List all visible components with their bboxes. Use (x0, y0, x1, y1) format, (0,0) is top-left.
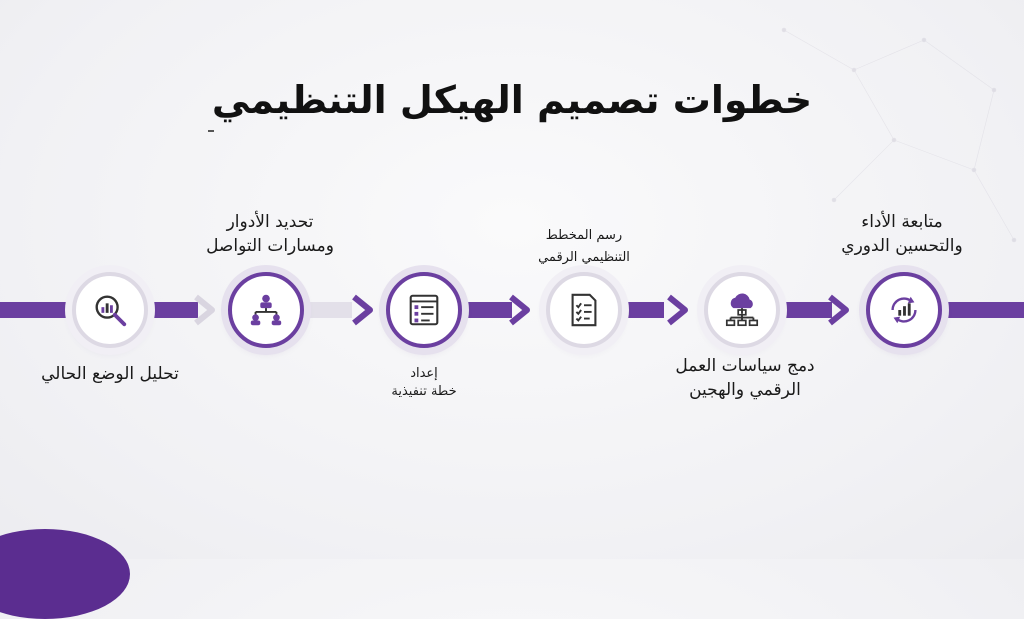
magnifier-chart-icon (95, 295, 127, 327)
growth-cycle-icon (891, 296, 917, 324)
cloud-network-icon (725, 293, 759, 327)
step-3-label-line1: إعداد (410, 366, 438, 381)
chevron-right-icon (828, 294, 849, 326)
step-5-label-line2: الرقمي والهجين (689, 380, 801, 400)
step-6-label-line2: والتحسين الدوري (841, 236, 963, 256)
step-5-node (704, 272, 780, 348)
connector-5-6 (780, 302, 832, 318)
step-6-label-line1: متابعة الأداء (861, 212, 943, 232)
connector-3-4 (460, 302, 512, 318)
step-5-label-line1: دمج سياسات العمل (675, 356, 815, 376)
step-4-node (546, 272, 622, 348)
chevron-right-icon (194, 294, 215, 326)
document-checklist-icon (571, 293, 597, 327)
step-3-label-line2: خطة تنفيذية (391, 384, 457, 399)
step-2-node (228, 272, 304, 348)
step-4-label-line2: التنظيمي الرقمي (538, 250, 630, 265)
corner-decoration (0, 529, 130, 619)
step-1-label: تحليل الوضع الحالي (41, 364, 179, 384)
connector-4-5 (620, 302, 664, 318)
step-3-node (386, 272, 462, 348)
network-dots-decoration (781, 27, 1017, 243)
connector-1-2 (150, 302, 198, 318)
step-6-node (866, 272, 942, 348)
checklist-icon (409, 294, 439, 326)
step-4-label-line1: رسم المخطط (545, 228, 623, 243)
band-left (0, 302, 70, 318)
page-title: خطوات تصميم الهيكل التنظيمي (211, 78, 813, 122)
step-1-node (72, 272, 148, 348)
small-mark (208, 130, 214, 132)
chevron-right-icon (352, 294, 373, 326)
step-2-label-line2: ومسارات التواصل (206, 236, 334, 256)
chevron-right-icon (509, 294, 530, 326)
chevron-right-icon (667, 294, 688, 326)
connector-2-3 (310, 302, 352, 318)
step-2-label-line1: تحديد الأدوار (226, 212, 314, 232)
org-chart-icon (250, 294, 282, 326)
